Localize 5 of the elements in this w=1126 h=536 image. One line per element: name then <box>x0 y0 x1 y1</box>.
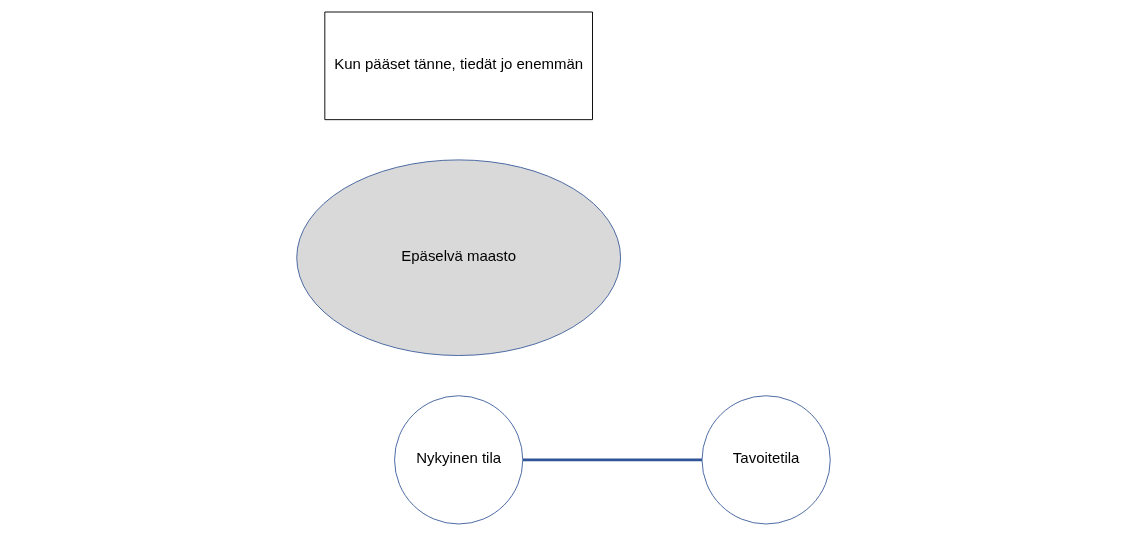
node-box: Kun pääset tänne, tiedät jo enemmän <box>323 11 593 121</box>
node-circle: Tavoitetila <box>701 395 831 525</box>
node-ellipse: Epäselvä maasto <box>295 159 621 356</box>
node-circle: Nykyinen tila <box>393 395 523 525</box>
connector <box>522 458 702 462</box>
